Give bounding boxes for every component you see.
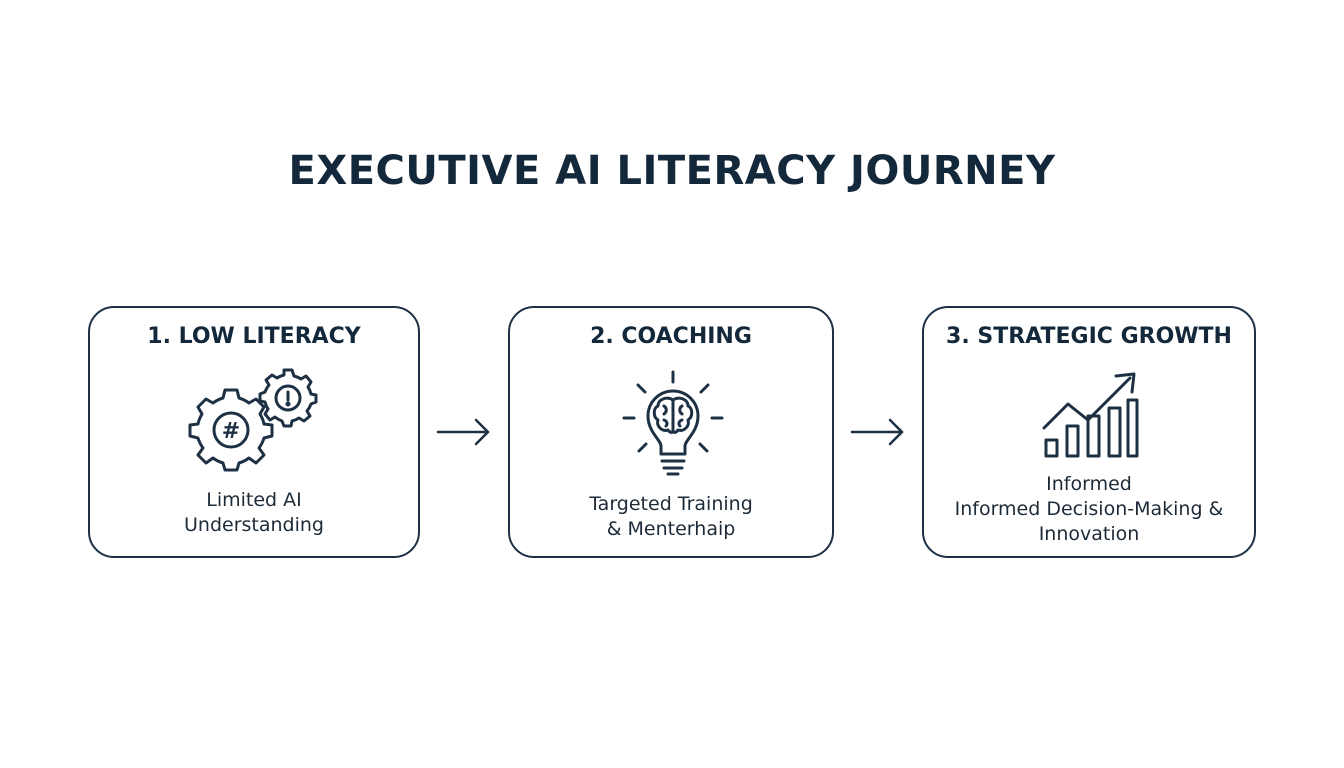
step-card-3: 3. STRATEGIC GROWTH Informed Informed De… <box>922 306 1256 558</box>
growth-chart-icon <box>1042 372 1139 458</box>
step-2-description: Targeted Training & Menterhaip <box>589 493 753 540</box>
step-1-description: Limited AI Understanding <box>184 489 324 536</box>
step-3-heading: 3. STRATEGIC GROWTH <box>946 324 1232 349</box>
step-2-heading: 2. COACHING <box>590 324 752 349</box>
step-card-2: 2. COACHING Targeted Training <box>508 306 834 558</box>
step-1-heading: 1. LOW LITERACY <box>147 324 361 349</box>
step-card-1: 1. LOW LITERACY # Limited AI Understandi… <box>88 306 420 558</box>
page-title: EXECUTIVE AI LITERACY JOURNEY <box>288 148 1056 194</box>
arrow-right-icon <box>436 418 490 446</box>
gears-icon: # <box>188 368 318 472</box>
step-3-description: Informed Informed Decision-Making & Inno… <box>954 473 1224 545</box>
arrow-right-icon <box>850 418 904 446</box>
svg-text:#: # <box>222 419 240 444</box>
lightbulb-brain-icon <box>622 370 724 476</box>
